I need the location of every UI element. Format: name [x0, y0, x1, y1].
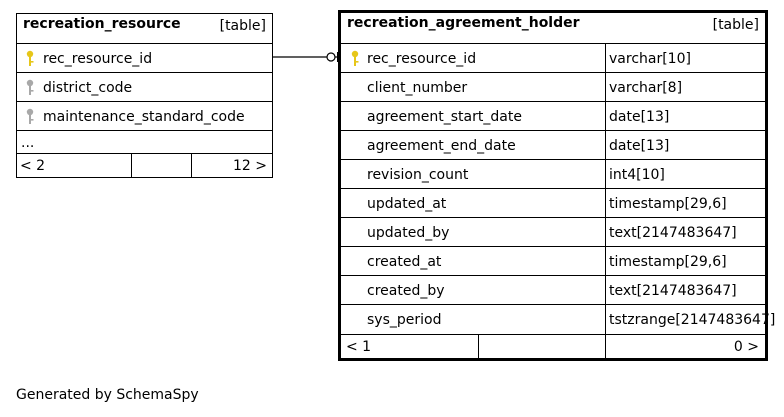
table-footer: < 2 12 > — [17, 153, 272, 177]
column-type: timestamp[29,6] — [609, 195, 727, 212]
column-name: maintenance_standard_code — [43, 108, 245, 125]
table-name: recreation_resource — [23, 16, 181, 32]
table-row[interactable]: updated_at timestamp[29,6] — [341, 188, 765, 218]
column-name: rec_resource_id — [367, 50, 477, 67]
child-count[interactable]: 12 > — [233, 157, 267, 174]
column-type: tstzrange[2147483647] — [609, 311, 776, 328]
foreign-key-icon — [26, 79, 34, 95]
column-name: agreement_end_date — [367, 137, 516, 154]
column-name: revision_count — [367, 166, 469, 183]
table-header: recreation_agreement_holder [table] — [341, 13, 765, 43]
table-row[interactable]: created_at timestamp[29,6] — [341, 246, 765, 276]
table-footer: < 1 0 > — [341, 334, 765, 358]
column-name: updated_by — [367, 224, 450, 241]
table-row[interactable]: updated_by text[2147483647] — [341, 217, 765, 247]
table-row[interactable]: agreement_start_date date[13] — [341, 101, 765, 131]
primary-key-icon — [26, 50, 34, 66]
child-count[interactable]: 0 > — [733, 338, 759, 355]
column-name: sys_period — [367, 311, 442, 328]
column-type: text[2147483647] — [609, 224, 737, 241]
table-row[interactable]: revision_count int4[10] — [341, 159, 765, 189]
column-name: rec_resource_id — [43, 50, 153, 67]
table-row[interactable]: sys_period tstzrange[2147483647] — [341, 304, 775, 334]
column-name: agreement_start_date — [367, 108, 522, 125]
column-type: timestamp[29,6] — [609, 253, 727, 270]
table-name: recreation_agreement_holder — [347, 15, 580, 31]
primary-key-icon — [351, 50, 359, 66]
table-row[interactable]: district_code — [17, 72, 272, 102]
column-type: text[2147483647] — [609, 282, 737, 299]
table-row[interactable]: rec_resource_id varchar[10] — [341, 43, 765, 73]
table-row[interactable]: created_by text[2147483647] — [341, 275, 765, 305]
zero-or-many-marker — [326, 52, 336, 62]
parent-count[interactable]: < 1 — [346, 338, 372, 355]
column-type: varchar[10] — [609, 50, 691, 67]
column-name: created_at — [367, 253, 442, 270]
column-type: varchar[8] — [609, 79, 683, 96]
table-row[interactable]: client_number varchar[8] — [341, 72, 765, 102]
more-columns[interactable]: ... — [17, 130, 272, 154]
table-row[interactable]: agreement_end_date date[13] — [341, 130, 765, 160]
parent-count[interactable]: < 2 — [20, 157, 46, 174]
table-recreation-resource[interactable]: recreation_resource [table] rec_resource… — [16, 13, 273, 178]
foreign-key-icon — [26, 108, 34, 124]
column-type: date[13] — [609, 108, 670, 125]
generated-by-note: Generated by SchemaSpy — [16, 387, 199, 403]
table-row[interactable]: maintenance_standard_code — [17, 101, 272, 131]
table-row[interactable]: rec_resource_id — [17, 43, 272, 73]
table-header: recreation_resource [table] — [17, 14, 272, 44]
ellipsis: ... — [21, 134, 35, 151]
column-type: int4[10] — [609, 166, 665, 183]
column-name: district_code — [43, 79, 133, 96]
column-name: created_by — [367, 282, 445, 299]
column-name: updated_at — [367, 195, 447, 212]
table-kind: [table] — [219, 18, 266, 34]
table-recreation-agreement-holder[interactable]: recreation_agreement_holder [table] rec_… — [338, 10, 775, 361]
table-kind: [table] — [712, 17, 759, 33]
column-name: client_number — [367, 79, 468, 96]
column-type: date[13] — [609, 137, 670, 154]
